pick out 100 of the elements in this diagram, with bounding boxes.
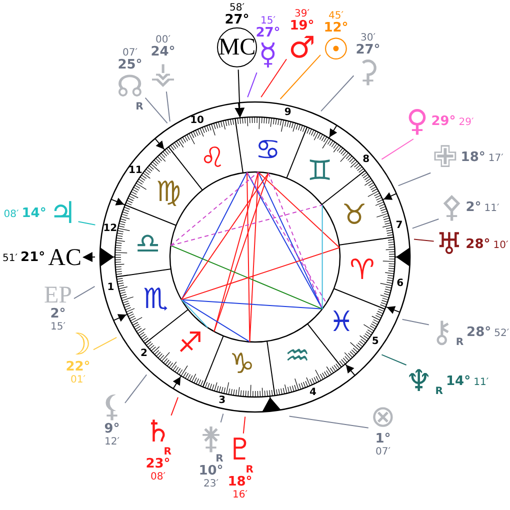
minute-label: 10′ xyxy=(493,240,508,250)
planet-glyph: ☊ xyxy=(116,72,144,103)
minute-label: 52′ xyxy=(494,328,510,338)
zodiac-sign: ♊ xyxy=(307,156,332,185)
leader-line xyxy=(234,69,245,118)
degree-label: 24° xyxy=(150,45,176,60)
planet-glyph: ✙ xyxy=(432,143,458,173)
minute-label: 17′ xyxy=(488,152,504,164)
zodiac-sign: ♈ xyxy=(350,256,375,284)
degree-label: 19° xyxy=(290,19,314,34)
minute-label: 00′ xyxy=(156,34,170,46)
house-number: 3 xyxy=(218,396,226,406)
minute-label: 11′ xyxy=(484,202,500,214)
leader-line xyxy=(381,138,414,160)
degree-label: 28° xyxy=(466,326,492,340)
leader-line xyxy=(93,336,118,350)
leader-line xyxy=(220,413,224,423)
leader-line xyxy=(381,354,407,366)
retrograde-mark: R xyxy=(456,338,464,348)
degree-label: 25° xyxy=(118,58,142,73)
degree-label: 22° xyxy=(66,360,90,375)
zodiac-sign: ♏ xyxy=(143,285,168,314)
planet-glyph: ♄ xyxy=(144,417,172,448)
leader-line xyxy=(320,75,354,112)
degree-label: 14° xyxy=(446,374,471,390)
minute-label: 11′ xyxy=(474,376,489,388)
degree-label: 2° xyxy=(466,200,482,216)
angle-label: EP xyxy=(44,283,72,308)
minute-label: 23′ xyxy=(204,478,218,490)
planet-glyph: ⚸ xyxy=(101,392,123,422)
minute-label: 15′ xyxy=(260,15,276,26)
house-number: 9 xyxy=(284,108,292,118)
house-number: 6 xyxy=(396,278,404,289)
degree-label: 9° xyxy=(104,422,120,437)
planet-glyph: ☽ xyxy=(64,330,92,360)
minute-label: 08′ xyxy=(150,472,166,483)
minute-label: 45′ xyxy=(328,10,344,22)
minute-label: 58′ xyxy=(230,2,244,14)
minute-label: 12′ xyxy=(104,436,120,448)
leader-line xyxy=(166,91,170,122)
leader-line xyxy=(82,252,96,262)
leader-line xyxy=(242,416,246,434)
degree-label: 14° xyxy=(22,206,46,222)
zodiac-sign: ♓ xyxy=(328,308,354,336)
house-number: 8 xyxy=(362,154,370,165)
planet-glyph: ♆ xyxy=(405,367,432,397)
zodiac-sign: ♍ xyxy=(156,178,182,206)
retrograde-mark: R xyxy=(435,387,443,397)
minute-label: 29′ xyxy=(458,116,474,128)
degree-label: 27° xyxy=(356,43,380,58)
planet-glyph: ♃ xyxy=(49,199,76,229)
house-number: 12 xyxy=(103,224,118,234)
zodiac-sign: ♎ xyxy=(135,230,160,258)
house-number: 5 xyxy=(372,337,379,348)
house-number: 11 xyxy=(128,166,142,176)
leader-line xyxy=(260,58,287,98)
degree-label: 2° xyxy=(50,307,66,322)
degree-label: 21° xyxy=(20,250,46,266)
retrograde-mark: R xyxy=(136,102,144,113)
degree-label: 18° xyxy=(228,475,252,490)
retrograde-mark: R xyxy=(164,447,172,458)
minute-label: 16′ xyxy=(232,490,248,501)
house-number: 7 xyxy=(396,221,403,232)
retrograde-mark: R xyxy=(216,454,224,464)
planet-glyph: ⚵ xyxy=(200,424,222,454)
leader-line xyxy=(74,286,96,300)
degree-label: 18° xyxy=(460,150,486,166)
house-number: 4 xyxy=(309,388,316,398)
zodiac-sign: ♑ xyxy=(230,350,255,378)
minute-label: 07′ xyxy=(376,446,390,458)
leader-line xyxy=(414,238,434,242)
leader-line xyxy=(412,218,440,229)
leader-line xyxy=(247,72,258,98)
angle-label: AC xyxy=(48,246,82,270)
minute-label: 08′ xyxy=(4,208,19,220)
degree-label: 27° xyxy=(224,13,250,28)
house-number: 2 xyxy=(140,349,148,360)
degree-label: 10° xyxy=(198,464,224,479)
zodiac-sign: ♋ xyxy=(255,136,280,164)
house-number: 1 xyxy=(107,282,114,293)
leader-line xyxy=(170,396,178,416)
planet-glyph: ⊗ xyxy=(370,402,396,432)
planet-glyph: ☉ xyxy=(322,36,350,66)
degree-label: 28° xyxy=(466,238,490,252)
degree-label: 27° xyxy=(256,26,280,41)
leader-line xyxy=(288,416,369,428)
planet-glyph: ☿ xyxy=(258,40,278,71)
planet-glyph: ⚶ xyxy=(150,60,176,90)
house-number: 10 xyxy=(190,116,204,126)
leader-line xyxy=(144,97,168,124)
planet-glyph: ♇ xyxy=(226,435,254,466)
zodiac-sign: ♌ xyxy=(200,144,226,172)
minute-label: 07′ xyxy=(122,47,138,58)
midheaven-circle: MC xyxy=(217,28,257,68)
minute-label: 51′ xyxy=(2,252,18,264)
leader-line xyxy=(124,374,148,404)
minute-label: 39′ xyxy=(294,8,310,20)
leader-line xyxy=(402,318,430,326)
zodiac-sign: ♉ xyxy=(342,200,367,229)
zodiac-sign: ♐ xyxy=(178,329,203,358)
